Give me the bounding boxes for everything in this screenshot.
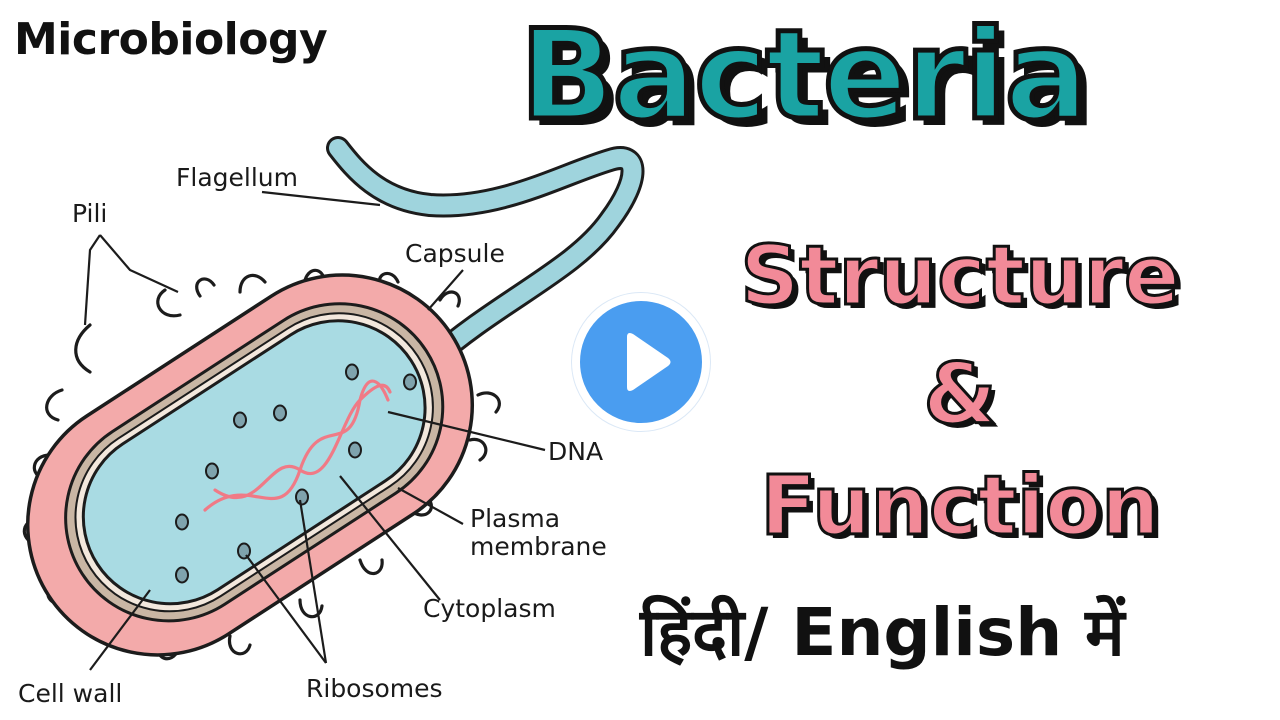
leader-lines bbox=[83, 190, 546, 671]
subtitle-function: Function bbox=[759, 459, 1161, 554]
main-title: Bacteria bbox=[517, 4, 1090, 148]
label-cytoplasm: Cytoplasm bbox=[423, 594, 556, 623]
play-button[interactable] bbox=[572, 293, 710, 431]
label-dna: DNA bbox=[548, 437, 603, 466]
dna bbox=[203, 379, 392, 512]
label-pili: Pili bbox=[72, 199, 107, 228]
label-cell-wall: Cell wall bbox=[18, 679, 122, 708]
subtitle-structure: Structure bbox=[739, 229, 1181, 324]
label-membrane: membrane bbox=[470, 532, 607, 561]
ampersand: & bbox=[922, 345, 998, 443]
label-flagellum: Flagellum bbox=[176, 163, 298, 192]
label-capsule: Capsule bbox=[405, 239, 505, 268]
language-line: हिंदी/ English में bbox=[640, 594, 1125, 671]
label-ribosomes: Ribosomes bbox=[306, 674, 443, 703]
label-plasma: Plasma bbox=[470, 504, 560, 533]
cytoplasm bbox=[81, 319, 427, 606]
play-icon bbox=[627, 333, 671, 391]
page-heading: Microbiology bbox=[14, 14, 328, 65]
